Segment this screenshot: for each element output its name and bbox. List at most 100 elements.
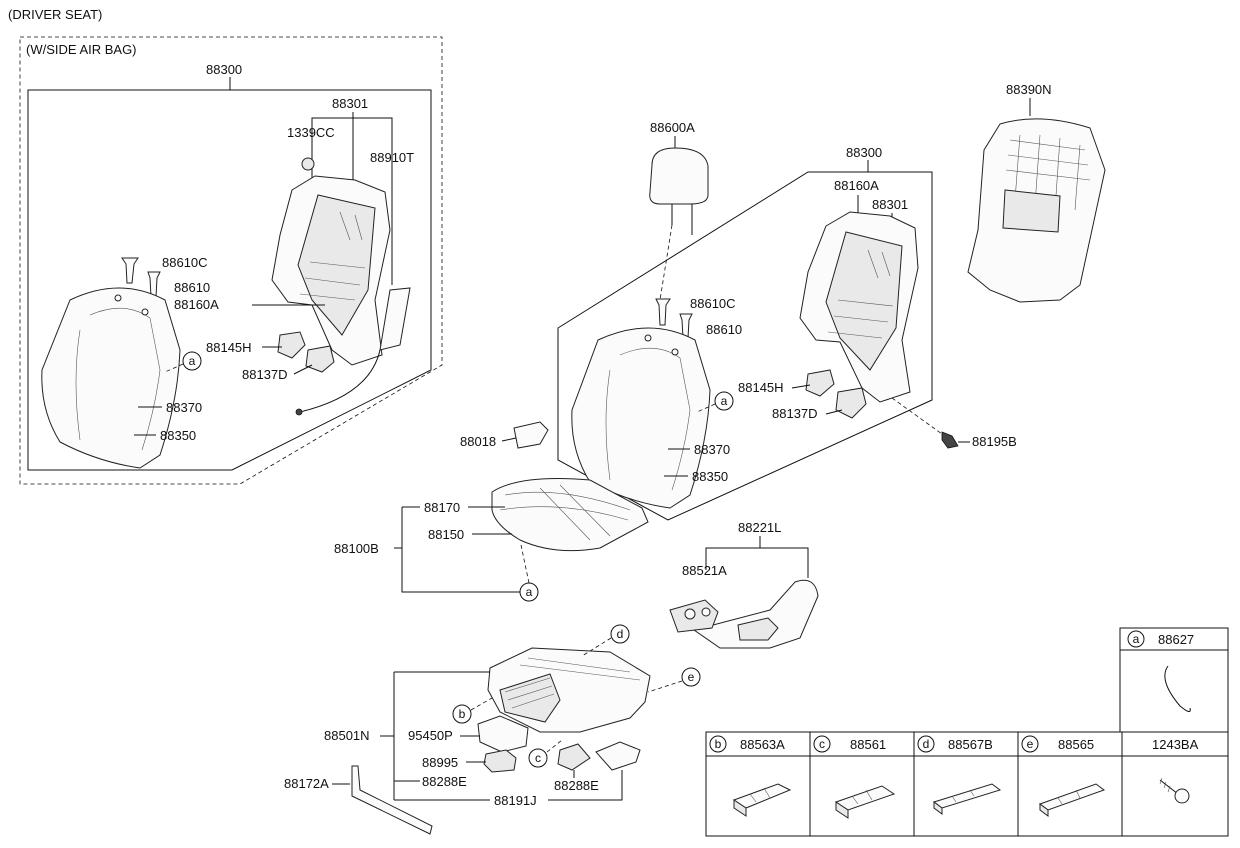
- label-88018: 88018: [460, 434, 496, 449]
- label-88160a-right: 88160A: [834, 178, 879, 193]
- label-88160a-left: 88160A: [174, 297, 219, 312]
- label-88610c-right: 88610C: [690, 296, 736, 311]
- headrest-88600a: [649, 147, 709, 235]
- parts-reference-table: a 88627 b 88563A c 88561 d 88567B e 8856…: [705, 627, 1229, 837]
- right-assembly-frame: [557, 171, 933, 521]
- label-88350-right: 88350: [692, 469, 728, 484]
- label-88150: 88150: [428, 527, 464, 542]
- callout-e-text: e: [688, 670, 695, 684]
- label-88350-left: 88350: [160, 428, 196, 443]
- trim-88172a: [351, 765, 433, 835]
- label-88170: 88170: [424, 500, 460, 515]
- cover-88191j: [595, 741, 641, 771]
- label-88288e-left: 88288E: [422, 774, 467, 789]
- table-c-letter: c: [819, 737, 825, 751]
- callout-a-right-text: a: [721, 394, 728, 408]
- label-88501n: 88501N: [324, 728, 370, 743]
- seat-cushion: [491, 478, 649, 552]
- table-b-letter: b: [715, 737, 722, 751]
- label-88137d-left: 88137D: [242, 367, 288, 382]
- table-a-part: 88627: [1158, 632, 1194, 647]
- seat-back-cover-right: [571, 327, 711, 509]
- label-1339cc-left: 1339CC: [287, 125, 335, 140]
- switch-88521a: [669, 599, 719, 633]
- harness-88995: [483, 749, 517, 773]
- bolt-88195b: [941, 431, 959, 449]
- table-c-part: 88561: [850, 737, 886, 752]
- label-88521a: 88521A: [682, 563, 727, 578]
- label-88301-right: 88301: [872, 197, 908, 212]
- label-88390n: 88390N: [1006, 82, 1052, 97]
- callout-b: [452, 704, 472, 724]
- trim-88018: [513, 421, 549, 449]
- seat-cushion-frame-88501n: [487, 647, 651, 733]
- callout-a-right: [714, 391, 734, 411]
- label-88300-left: 88300: [206, 62, 242, 77]
- label-88610-left: 88610: [174, 280, 210, 295]
- label-88910t: 88910T: [370, 150, 414, 165]
- airbag-group-box: [19, 36, 443, 485]
- label-88195b: 88195B: [972, 434, 1017, 449]
- bracket-88145h-right: [805, 369, 835, 397]
- callout-d-text: d: [617, 627, 624, 641]
- bracket-88137d-left: [305, 345, 335, 373]
- callout-c: [528, 748, 548, 768]
- label-95450p: 95450P: [408, 728, 453, 743]
- clip-88567b-icon: [932, 783, 1002, 815]
- label-88301-left: 88301: [332, 96, 368, 111]
- clip-88565-icon: [1038, 783, 1106, 817]
- clip-88627-icon: [1164, 665, 1191, 712]
- airbag-group-label: (W/SIDE AIR BAG): [26, 42, 137, 57]
- module-95450p: [477, 715, 529, 753]
- table-a-letter: a: [1133, 632, 1140, 646]
- bracket-88137d-right: [835, 387, 867, 419]
- label-88191j: 88191J: [494, 793, 537, 808]
- callout-d: [610, 624, 630, 644]
- callout-c-text: c: [535, 751, 541, 765]
- label-88370-right: 88370: [694, 442, 730, 457]
- side-airbag-module: [379, 287, 411, 351]
- table-d-circle: [917, 735, 935, 753]
- label-88370-left: 88370: [166, 400, 202, 415]
- seat-back-cover-left: [41, 287, 181, 469]
- seat-back-frame-left: [271, 157, 411, 416]
- callout-a-left-text: a: [189, 354, 196, 368]
- pin-88610c-left: [121, 257, 139, 284]
- table-e-letter: e: [1027, 737, 1034, 751]
- clip-88563a-icon: [732, 783, 792, 817]
- side-shield-88221l: [692, 579, 819, 649]
- label-88995: 88995: [422, 755, 458, 770]
- table-b-part: 88563A: [740, 737, 785, 752]
- label-88600a: 88600A: [650, 120, 695, 135]
- table-d-letter: d: [923, 737, 930, 751]
- left-assembly-frame: [27, 89, 432, 471]
- seat-back-panel-88390n: [967, 118, 1106, 303]
- label-88610-right: 88610: [706, 322, 742, 337]
- table-b-circle: [709, 735, 727, 753]
- table-1243ba-part: 1243BA: [1152, 737, 1199, 752]
- callout-b-text: b: [459, 707, 466, 721]
- label-88145h-right: 88145H: [738, 380, 784, 395]
- bracket-88145h-left: [277, 331, 306, 359]
- nut-1339cc: [301, 157, 315, 171]
- label-88288e-right: 88288E: [554, 778, 599, 793]
- clip-88561-icon: [834, 785, 896, 819]
- label-88610c-left: 88610C: [162, 255, 208, 270]
- table-c-circle: [813, 735, 831, 753]
- header-driver-seat: (DRIVER SEAT): [8, 7, 102, 22]
- label-88145h-left: 88145H: [206, 340, 252, 355]
- connector-88288e: [557, 743, 591, 771]
- table-a-circle: [1127, 630, 1145, 648]
- label-88172a: 88172A: [284, 776, 329, 791]
- screw-1243ba-icon: [1159, 777, 1190, 804]
- label-88100b: 88100B: [334, 541, 379, 556]
- callout-a-cushion-text: a: [526, 585, 533, 599]
- table-e-circle: [1021, 735, 1039, 753]
- label-88300-right: 88300: [846, 145, 882, 160]
- label-88137d-right: 88137D: [772, 406, 818, 421]
- callout-a-left: [182, 351, 202, 371]
- table-d-part: 88567B: [948, 737, 993, 752]
- pin-88610c-right: [655, 298, 671, 326]
- table-e-part: 88565: [1058, 737, 1094, 752]
